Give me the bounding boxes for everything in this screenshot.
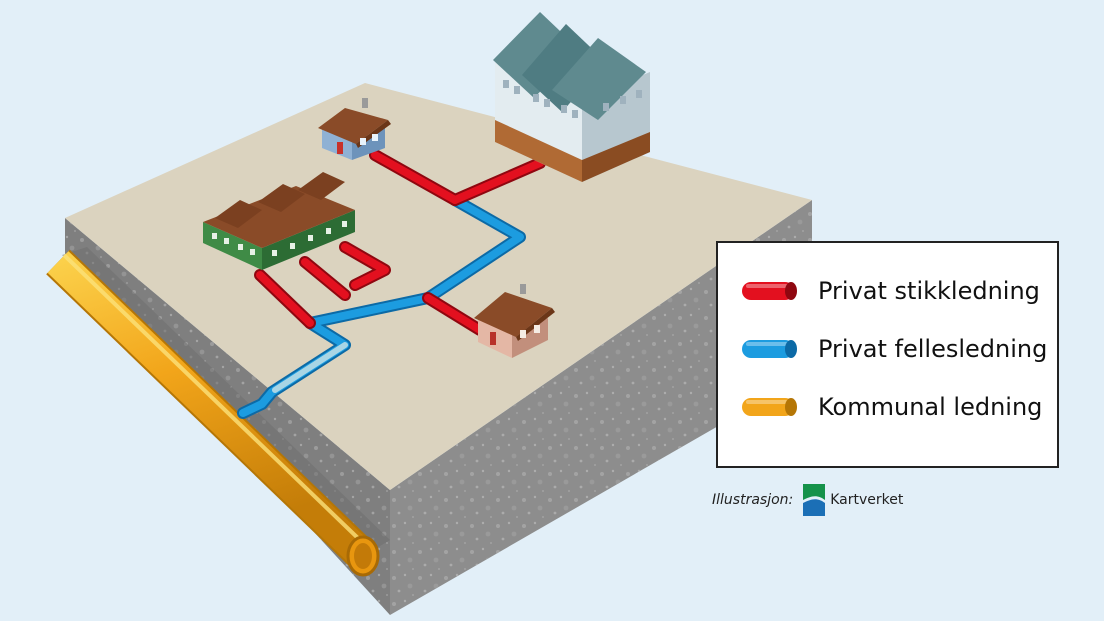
credit-prefix: Illustrasjon: bbox=[712, 492, 794, 508]
legend-item-private-shared: Privat fellesledning bbox=[740, 329, 1047, 369]
house-green-row bbox=[203, 172, 355, 270]
credit: Illustrasjon: Kartverket bbox=[712, 484, 903, 516]
legend-item-municipal: Kommunal ledning bbox=[740, 387, 1042, 427]
townhouses bbox=[493, 12, 650, 182]
brand-name: Kartverket bbox=[830, 492, 904, 508]
house-blue bbox=[318, 98, 391, 160]
red-pipe-icon bbox=[742, 282, 797, 300]
municipal-pipe bbox=[46, 249, 380, 577]
legend-item-private-service: Privat stikkledning bbox=[740, 271, 1040, 311]
legend-label: Privat stikkledning bbox=[818, 277, 1040, 305]
house-pink bbox=[474, 284, 555, 358]
blue-pipe-icon bbox=[742, 340, 797, 358]
shared-private-pipe bbox=[237, 194, 526, 419]
legend: Privat stikkledning Privat fellesledning… bbox=[716, 241, 1059, 468]
yellow-pipe-icon bbox=[742, 398, 797, 416]
legend-label: Kommunal ledning bbox=[818, 393, 1043, 421]
legend-label: Privat fellesledning bbox=[818, 335, 1048, 363]
kartverket-logo-icon bbox=[803, 484, 826, 516]
private-service-pipes bbox=[254, 149, 546, 336]
